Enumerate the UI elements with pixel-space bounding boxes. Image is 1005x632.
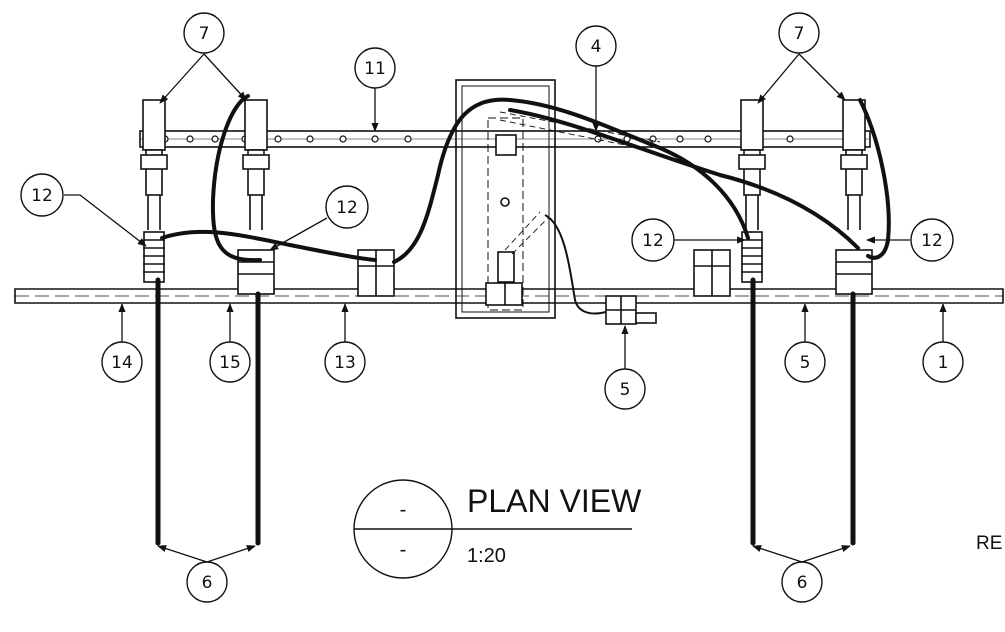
callout-label: 5	[800, 353, 811, 373]
callout-balloon: 4	[575, 25, 617, 67]
view-title: PLAN VIEW	[467, 483, 642, 519]
callout-label: 12	[336, 198, 358, 218]
leader-lines	[64, 53, 947, 563]
callout-balloon: 15	[209, 341, 251, 383]
callout-label: 11	[364, 59, 386, 79]
callout-label: 7	[794, 24, 805, 44]
view-scale: 1:20	[467, 545, 506, 567]
leads	[155, 277, 856, 546]
callout-label: 5	[620, 380, 631, 400]
section-symbol-bottom: -	[400, 539, 407, 561]
callout-label: 6	[202, 573, 213, 593]
callout-label: 13	[334, 353, 356, 373]
hidden-lines	[499, 111, 661, 255]
callout-balloon: 12	[631, 218, 675, 262]
center-bracket	[455, 79, 556, 319]
callout-balloon: 14	[101, 341, 143, 383]
section-symbol-top: -	[400, 499, 407, 521]
balloon-group: 7 11 4 7 12 12 12 12 14 15 13 5 1 5 6 6	[20, 12, 964, 603]
callout-label: 12	[921, 231, 943, 251]
callout-balloon: 6	[781, 561, 823, 603]
callout-label: 12	[642, 231, 664, 251]
callout-label: 15	[219, 353, 241, 373]
callout-label: 14	[111, 353, 133, 373]
callout-label: 7	[199, 24, 210, 44]
bracket-cable	[544, 214, 607, 315]
callout-balloon: 7	[778, 12, 820, 54]
callout-balloon: 5	[604, 368, 646, 410]
callout-balloon: 5	[784, 341, 826, 383]
callout-balloon: 1	[922, 341, 964, 383]
callout-label: 6	[797, 573, 808, 593]
connectors	[357, 249, 731, 325]
callout-balloon: 11	[354, 47, 396, 89]
view-title-block: - - PLAN VIEW 1:20	[353, 479, 642, 579]
jumper-cables	[160, 94, 891, 264]
truncated-edge-text: RE	[976, 533, 1002, 554]
callout-balloon: 13	[324, 341, 366, 383]
callout-label: 4	[591, 37, 602, 57]
callout-balloon: 6	[186, 561, 228, 603]
callout-balloon: 7	[183, 12, 225, 54]
cutouts	[140, 99, 873, 295]
callout-balloon: 12	[325, 185, 369, 229]
callout-balloon: 12	[910, 218, 954, 262]
callout-label: 12	[31, 186, 53, 206]
callout-label: 1	[938, 353, 949, 373]
callout-balloon: 12	[20, 173, 64, 217]
